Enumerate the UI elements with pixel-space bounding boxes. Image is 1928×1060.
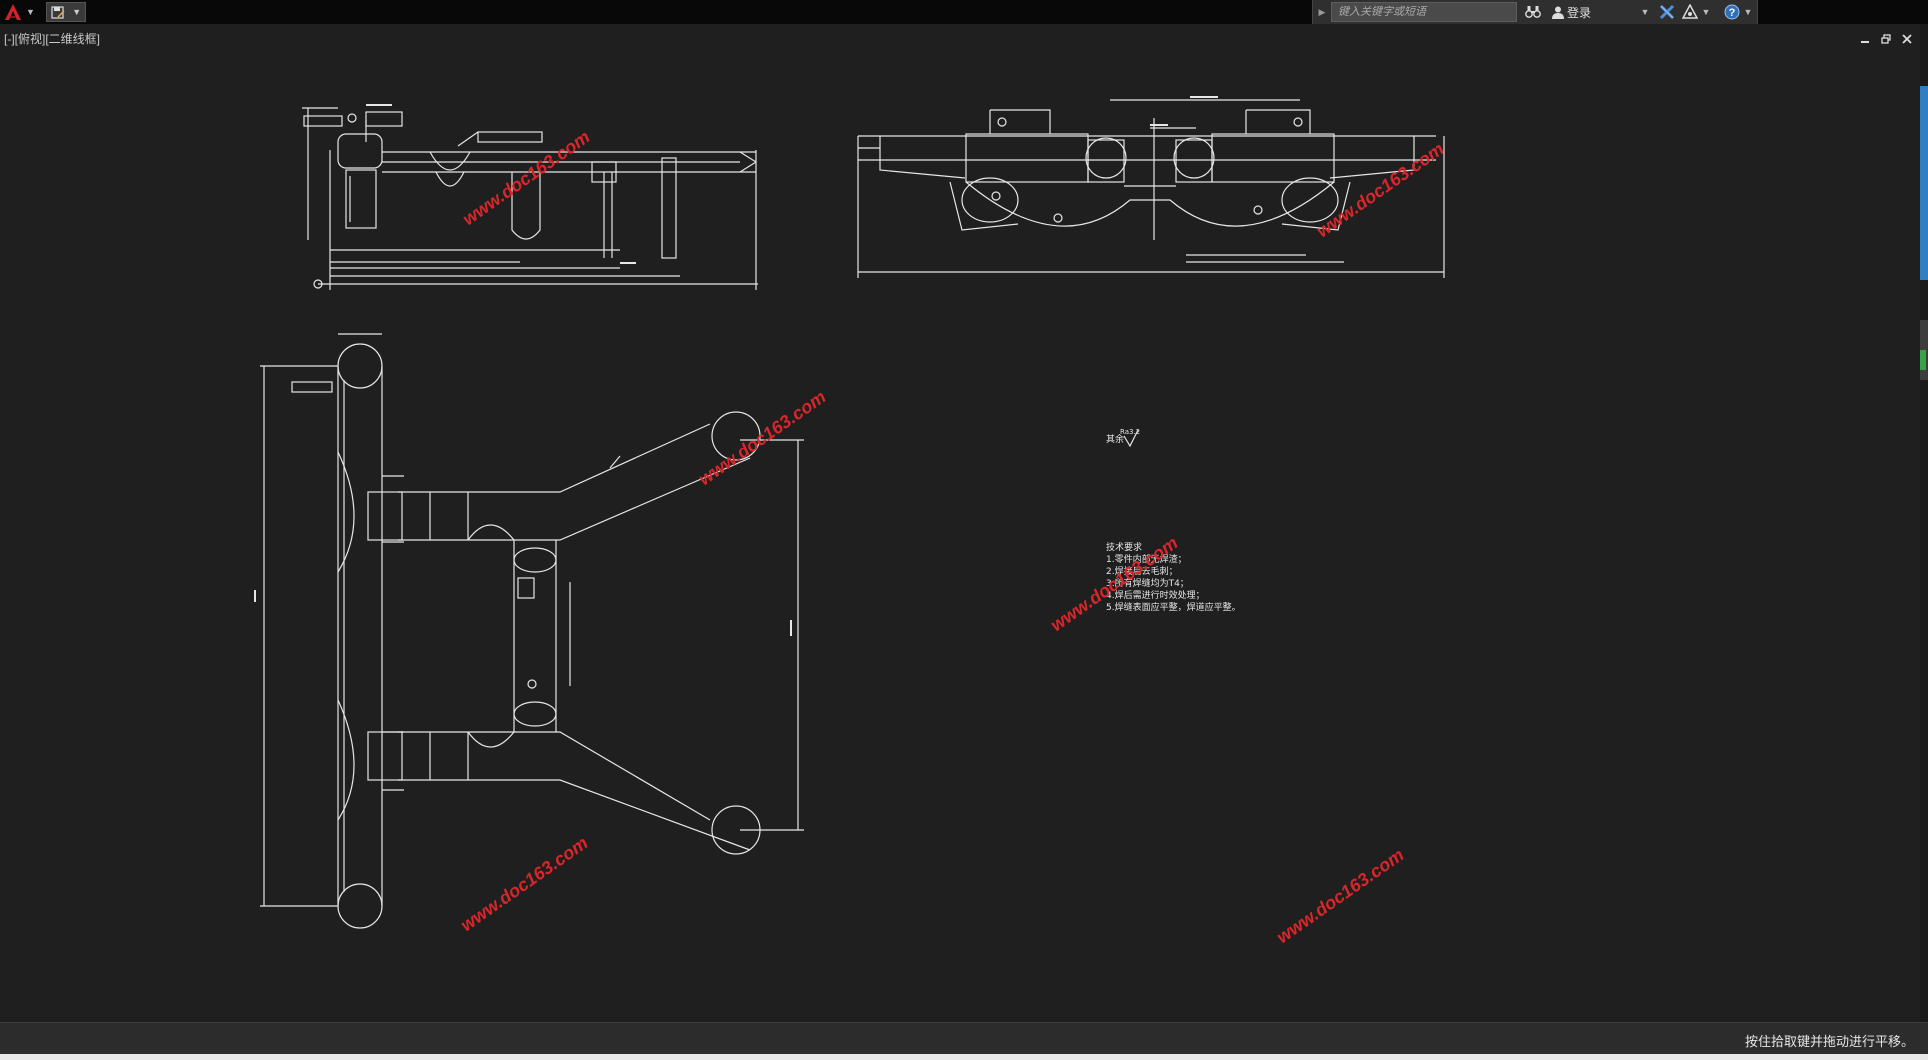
user-button[interactable] <box>1545 3 1571 21</box>
title-bar: ▼ ▼ ▶ 登录 ▼ <box>0 0 1928 24</box>
chevron-down-icon: ▼ <box>72 7 82 17</box>
tech-req-line: 1.零件内部无焊渣； <box>1106 553 1187 565</box>
tech-req-line: 5.焊缝表面应平整，焊道应平整。 <box>1106 601 1241 613</box>
chevron-down-icon[interactable]: ▼ <box>1701 7 1711 17</box>
autodesk360-icon <box>1682 4 1698 19</box>
exchange-icon <box>1659 4 1675 20</box>
drawing-canvas[interactable]: 其余 Ra3.2 技术要求 1.零件内部无焊渣； 2.焊接后去毛刺； 3.所有焊… <box>0 24 1920 1022</box>
info-center: ▶ 登录 ▼ <box>1312 0 1758 24</box>
application-menu-button[interactable]: ▼ <box>0 0 44 24</box>
restore-button[interactable] <box>1879 32 1893 46</box>
exchange-apps-button[interactable] <box>1657 3 1677 21</box>
minimize-icon <box>1861 41 1869 43</box>
chevron-down-icon: ▼ <box>26 7 35 17</box>
dimension-ticks <box>254 96 1218 636</box>
save-icon <box>51 6 65 19</box>
roughness-value: Ra3.2 <box>1120 428 1140 436</box>
chevron-down-icon[interactable]: ▼ <box>1640 7 1650 17</box>
tech-req-title: 技术要求 <box>1106 541 1142 553</box>
vertical-scrollbar[interactable] <box>1920 24 1928 1022</box>
drawing-window-controls <box>1858 32 1914 46</box>
watermark: www.doc163.com <box>457 833 592 936</box>
visual-style-menu[interactable]: [二维线框] <box>45 32 101 46</box>
view-cube-menu[interactable]: [俯视] <box>14 32 46 46</box>
top-view <box>260 333 804 929</box>
sign-in-label[interactable]: 登录 <box>1567 6 1592 20</box>
help-icon: ? <box>1724 4 1740 20</box>
binoculars-icon <box>1525 6 1541 18</box>
search-input[interactable] <box>1331 2 1517 22</box>
front-view <box>302 107 758 290</box>
quick-access-toolbar[interactable]: ▼ <box>46 2 86 22</box>
roughness-symbol <box>1123 429 1139 448</box>
navigation-bar-accent[interactable] <box>1920 86 1928 280</box>
navigation-bar-indicator <box>1920 350 1926 370</box>
search-expand-button[interactable]: ▶ <box>1318 6 1326 17</box>
viewport-menu[interactable]: [-] <box>4 32 15 46</box>
close-button[interactable] <box>1900 32 1914 46</box>
bottom-strip <box>0 1054 1928 1060</box>
side-view <box>857 99 1445 278</box>
svg-text:?: ? <box>1729 7 1736 19</box>
annotations: 其余 Ra3.2 技术要求 1.零件内部无焊渣； 2.焊接后去毛刺； 3.所有焊… <box>1106 428 1241 613</box>
tech-req-line: 4.焊后需进行时效处理； <box>1106 589 1205 601</box>
autodesk360-button[interactable] <box>1679 3 1701 21</box>
watermark: www.doc163.com <box>1313 139 1448 242</box>
search-button[interactable] <box>1523 3 1543 21</box>
watermark: www.doc163.com <box>695 387 830 490</box>
close-icon <box>1902 34 1912 44</box>
viewport-controls: [-][俯视][二维线框] <box>4 30 100 47</box>
user-icon <box>1552 6 1564 19</box>
tech-req-line: 3.所有焊缝均为T4； <box>1106 577 1189 589</box>
status-message: 按住拾取键并拖动进行平移。 <box>1744 1034 1914 1049</box>
minimize-button[interactable] <box>1858 32 1872 46</box>
tech-req-line: 2.焊接后去毛刺； <box>1106 565 1178 577</box>
watermark: www.doc163.com <box>1273 845 1408 948</box>
autocad-logo-icon <box>5 4 21 20</box>
chevron-down-icon[interactable]: ▼ <box>1743 7 1753 17</box>
cad-drawing[interactable]: 其余 Ra3.2 技术要求 1.零件内部无焊渣； 2.焊接后去毛刺； 3.所有焊… <box>0 24 1920 1022</box>
surface-roughness-label: 其余 <box>1106 433 1124 445</box>
help-button[interactable]: ? <box>1721 3 1743 21</box>
restore-icon <box>1881 34 1891 44</box>
status-bar: 按住拾取键并拖动进行平移。 <box>0 1022 1928 1054</box>
